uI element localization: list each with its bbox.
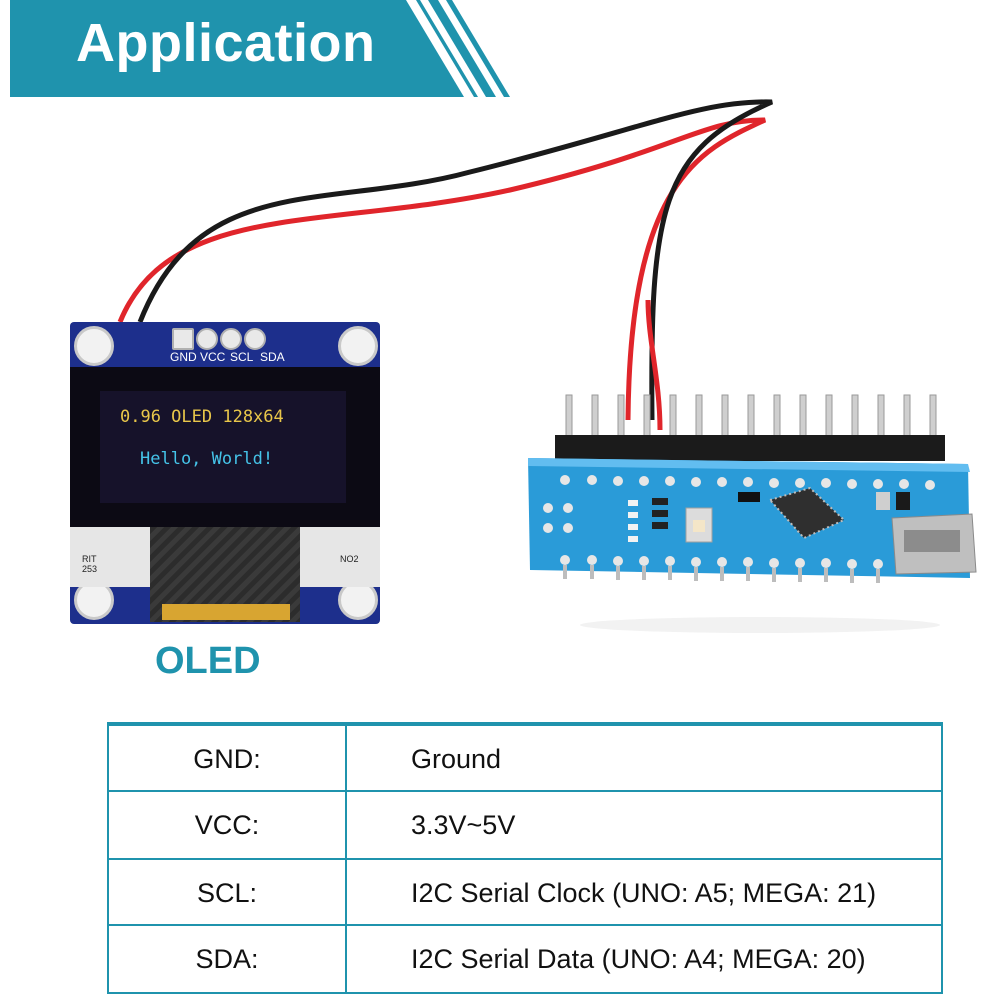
pin-description-table: GND: Ground VCC: 3.3V~5V SCL: I2C Serial… [107, 722, 943, 994]
oled-pin-header [170, 328, 270, 350]
pin-description-cell: 3.3V~5V [411, 810, 516, 840]
oled-display-area: 0.96 OLED 128x64 Hello, World! [100, 391, 346, 503]
mount-hole [338, 326, 378, 366]
banner-title: Application [76, 13, 376, 73]
pin-name-cell: VCC: [194, 810, 260, 840]
pin-pad [220, 328, 242, 350]
oled-text-line1: 0.96 OLED 128x64 [120, 407, 284, 427]
table-row: SCL: I2C Serial Clock (UNO: A5; MEGA: 21… [109, 858, 941, 924]
pin-name-cell: GND: [193, 744, 261, 774]
table-row: GND: Ground [109, 724, 941, 790]
pin-description-cell: I2C Serial Data (UNO: A4; MEGA: 20) [411, 944, 866, 974]
silkscreen-right: NO2 [340, 554, 359, 564]
pin-description-cell: Ground [411, 744, 502, 774]
oled-module: GND VCC SCL SDA 0.96 OLED 128x64 Hello, … [70, 322, 380, 624]
pin-label-sda: SDA [260, 350, 285, 364]
oled-screen: 0.96 OLED 128x64 Hello, World! [70, 367, 380, 527]
pin-pad [244, 328, 266, 350]
pin-label-scl: SCL [230, 350, 254, 364]
pin-pad [196, 328, 218, 350]
section-banner [10, 0, 510, 97]
oled-text-line2: Hello, World! [140, 449, 274, 469]
ribbon-tab [162, 604, 290, 620]
table-row: SDA: I2C Serial Data (UNO: A4; MEGA: 20) [109, 924, 941, 990]
arduino-nano-board [528, 394, 977, 633]
pin-label-gnd: GND [170, 350, 197, 364]
silkscreen-left: RIT 253 [82, 554, 97, 574]
mount-hole [74, 326, 114, 366]
silkscreen-text: 253 [82, 564, 98, 574]
pin-name-cell: SCL: [196, 878, 258, 908]
oled-pin-labels: GND VCC SCL SDA [170, 350, 300, 366]
pin-label-vcc: VCC [200, 350, 226, 364]
pin-name-cell: SDA: [195, 944, 259, 974]
oled-caption: OLED [155, 640, 261, 682]
pin-description-cell: I2C Serial Clock (UNO: A5; MEGA: 21) [411, 878, 877, 908]
table-row: VCC: 3.3V~5V [109, 790, 941, 856]
pin-pad [172, 328, 194, 350]
silkscreen-text: RIT [82, 554, 97, 564]
jumper-wires [117, 99, 773, 431]
